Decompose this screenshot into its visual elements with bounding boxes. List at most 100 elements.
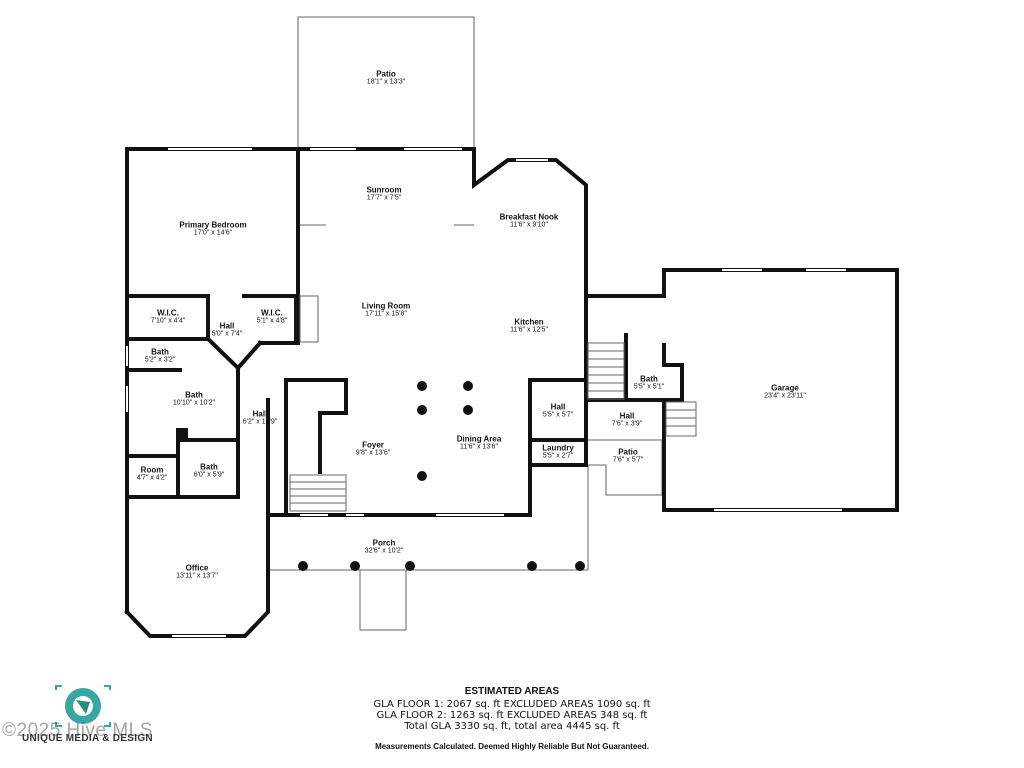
company-logo-text: UNIQUE MEDIA & DESIGN [22, 733, 153, 744]
disclaimer: Measurements Calculated. Deemed Highly R… [375, 742, 649, 751]
column [417, 405, 427, 415]
room-dims: 11'6" x 9'10" [510, 221, 548, 229]
chimney [176, 428, 188, 440]
room-name: Sunroom [366, 185, 402, 195]
room-name: Porch [372, 538, 396, 548]
wall-foyer-inner [284, 378, 348, 474]
room-name: Garage [771, 383, 799, 393]
room-name: Kitchen [514, 317, 544, 327]
room-name: Patio [618, 447, 638, 457]
room-dims: 17'11" x 15'8" [365, 310, 407, 318]
stair-rear [587, 342, 625, 400]
column [463, 381, 473, 391]
room-dims: 13'11" x 13'7" [176, 572, 218, 580]
column [417, 381, 427, 391]
room-dims: 18'1" x 13'3" [366, 78, 406, 86]
wall-laundry [528, 378, 588, 467]
column [350, 561, 360, 571]
room-wic-1: W.I.C.7'10" x 4'4" [151, 308, 186, 325]
room-dims: 11'6" x 13'6" [460, 443, 498, 451]
room-dims: 23'4" x 23'11" [764, 392, 806, 400]
room-name: Bath [640, 374, 658, 384]
estimated-areas-title: ESTIMATED AREAS [464, 686, 560, 697]
room-name: Room [140, 465, 164, 475]
room-name: Hall [550, 402, 566, 412]
total-gla: Total GLA 3330 sq. ft, total area 4445 s… [404, 721, 620, 732]
room-name: Dining Area [456, 434, 502, 444]
room-dims: 5'0" x 7'4" [211, 330, 243, 338]
room-dims: 7'10" x 4'4" [150, 317, 186, 325]
room-dims: 6'0" x 5'9" [193, 471, 225, 479]
room-dims: 5'2" x 3'2" [144, 356, 176, 364]
aperture-blade [76, 700, 90, 714]
room-name: Primary Bedroom [179, 220, 247, 230]
fireplace [299, 295, 319, 343]
room-name: Hall [252, 409, 268, 419]
room-name: Bath [151, 347, 169, 357]
frame-corner [55, 685, 111, 727]
room-dims: 11'6" x 12'5" [510, 326, 548, 334]
wall-office-bay [124, 513, 270, 638]
column [527, 561, 537, 571]
room-dims: 5'5" x 5'1" [633, 383, 665, 391]
room-name: Laundry [542, 443, 574, 453]
room-dims: 17'7" x 7'5" [366, 194, 402, 202]
stair-main [289, 474, 347, 512]
column [298, 561, 308, 571]
room-dims: 7'6" x 3'9" [611, 420, 643, 428]
room-dims: 4'7" x 4'2" [136, 474, 168, 482]
wall-bath-east [624, 333, 684, 402]
room-wic-2: W.I.C.5'1" x 4'8" [257, 308, 288, 325]
gla-floor-2: GLA FLOOR 2: 1263 sq. ft EXCLUDED AREAS … [376, 710, 648, 721]
room-name: Patio [376, 69, 396, 79]
windows [126, 148, 846, 637]
wall-garage-link [584, 268, 899, 512]
room-name: Office [185, 563, 209, 573]
room-name: Bath [200, 462, 218, 472]
room-dims: 10'10" x 10'2" [172, 399, 216, 407]
room-name: Foyer [362, 440, 384, 450]
room-dims: 9'8" x 13'6" [355, 449, 391, 457]
porch-step [359, 570, 407, 631]
room-name: W.I.C. [157, 308, 179, 318]
wall-hall-east [266, 378, 532, 517]
room-name: Bath [185, 390, 203, 400]
column [463, 405, 473, 415]
column [575, 561, 585, 571]
room-name: Living Room [361, 301, 411, 311]
room-name: Hall [619, 411, 635, 421]
company-logo [55, 685, 111, 727]
room-name: Hall [219, 321, 235, 331]
stair-garage [665, 401, 697, 437]
room-dims: 5'5" x 5'7" [542, 411, 574, 419]
room-dims: 32'6" x 10'2" [364, 547, 404, 555]
columns [176, 381, 585, 571]
room-name: Breakfast Nook [499, 212, 559, 222]
mls-watermark: ©2025 Hive MLS [2, 720, 153, 741]
room-dims: 17'0" x 14'6" [193, 229, 233, 237]
room-dims: 6'2" x 15'9" [242, 418, 278, 426]
